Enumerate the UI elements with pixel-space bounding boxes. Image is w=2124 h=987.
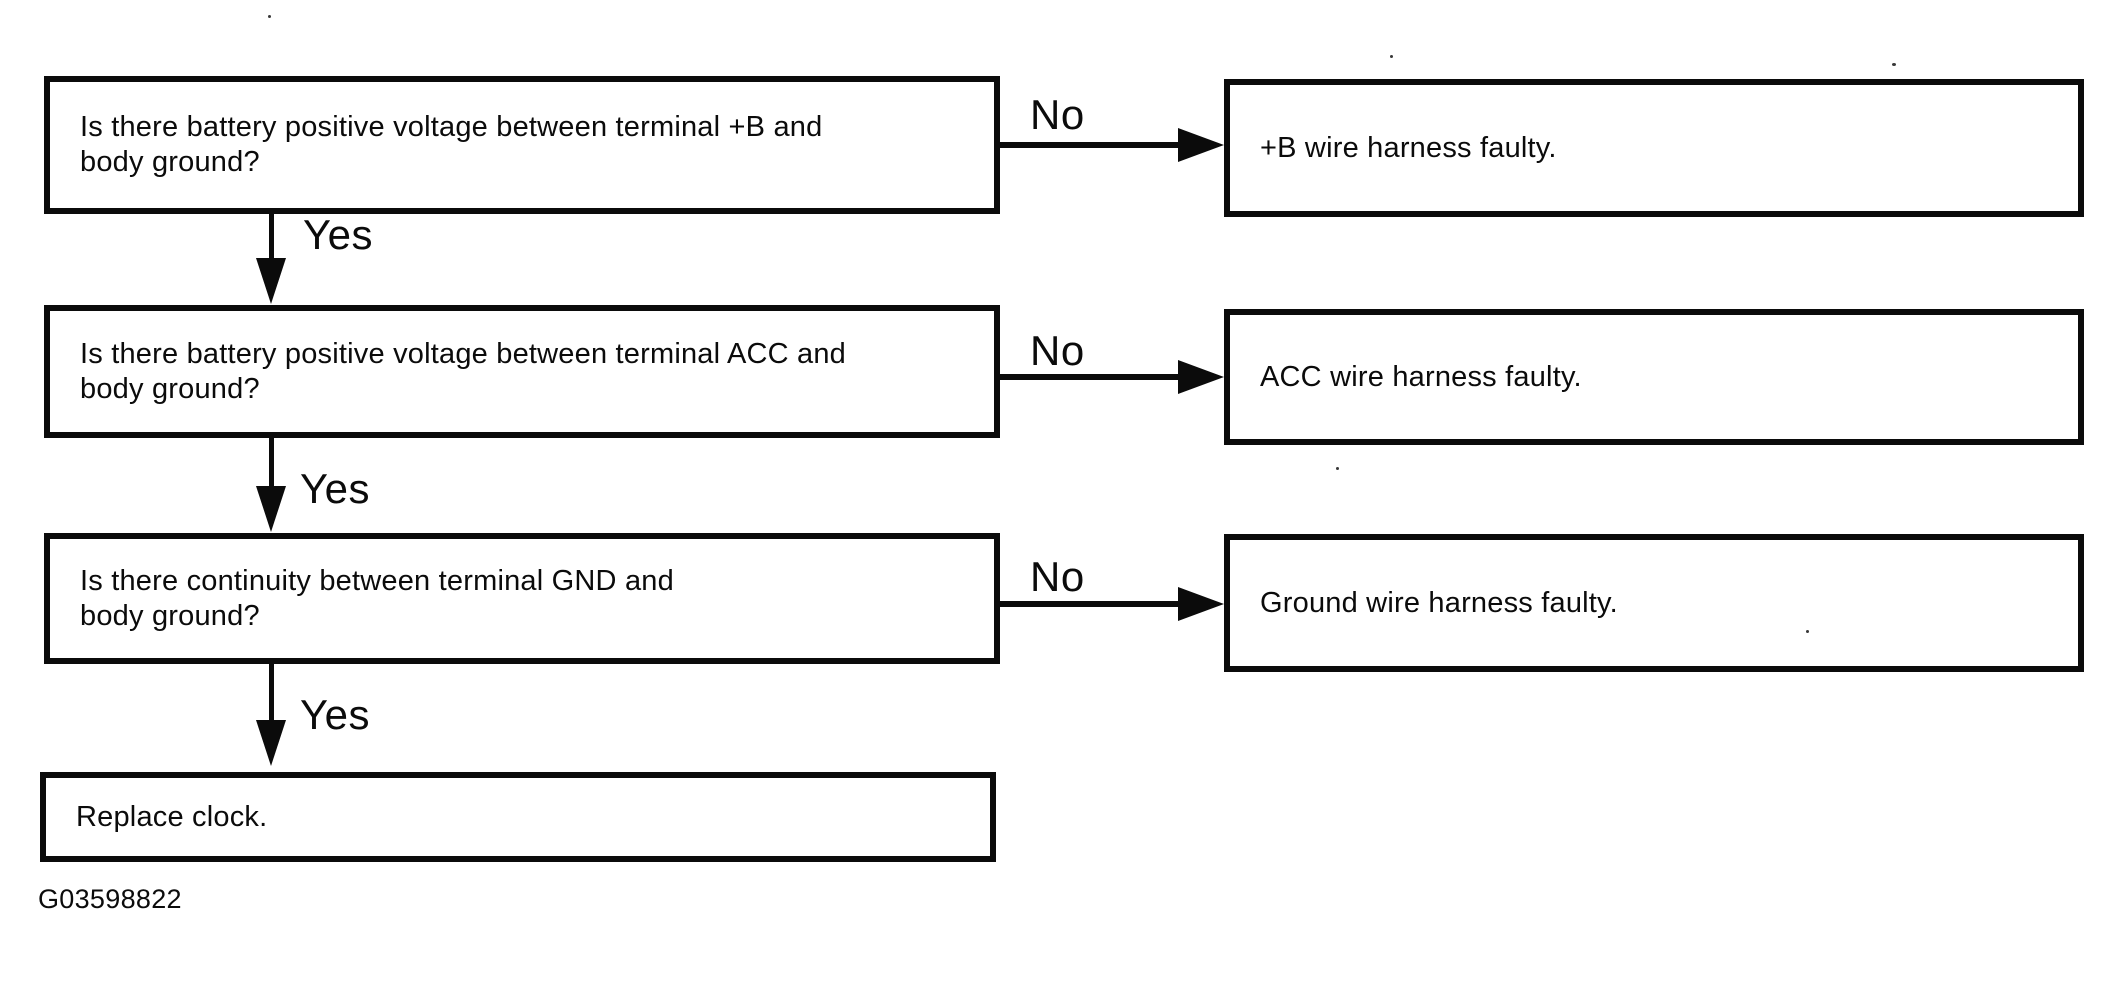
no-arrow-line: [997, 374, 1182, 380]
scan-speck: [1336, 467, 1339, 470]
right-arrowhead-icon: [1178, 360, 1224, 394]
question-text-line2: body ground?: [80, 372, 260, 405]
result-box-ground-harness: Ground wire harness faulty.: [1224, 534, 2084, 672]
scan-speck: [1892, 63, 1896, 66]
question-text-line1: Is there battery positive voltage betwee…: [80, 337, 847, 370]
scan-speck: [1390, 55, 1393, 58]
question-box-terminal-gnd: Is there continuity between terminal GND…: [44, 533, 1000, 664]
question-box-terminal-b: Is there battery positive voltage betwee…: [44, 76, 1000, 214]
no-label: No: [1030, 91, 1085, 138]
question-box-terminal-acc: Is there battery positive voltage betwee…: [44, 305, 1000, 438]
yes-label: Yes: [300, 691, 371, 738]
no-arrow-line: [997, 142, 1182, 148]
final-action-box: Replace clock.: [40, 772, 996, 862]
result-text: Ground wire harness faulty.: [1260, 586, 1618, 619]
result-text: ACC wire harness faulty.: [1260, 360, 1582, 393]
down-arrowhead-icon: [256, 720, 286, 766]
result-box-acc-harness: ACC wire harness faulty.: [1224, 309, 2084, 445]
question-text-line2: body ground?: [80, 146, 260, 178]
yes-label: Yes: [300, 465, 371, 512]
scan-speck: [1806, 630, 1809, 633]
question-text-line1: Is there continuity between terminal GND…: [80, 564, 674, 597]
yes-arrow-line: [269, 436, 274, 490]
yes-arrow-line: [269, 660, 274, 722]
final-action-text: Replace clock.: [76, 800, 268, 833]
question-text-line1: Is there battery positive voltage betwee…: [80, 111, 823, 143]
result-text: +B wire harness faulty.: [1260, 131, 1557, 164]
right-arrowhead-icon: [1178, 587, 1224, 621]
figure-id-label: G03598822: [38, 884, 182, 914]
yes-arrow-line: [269, 212, 274, 264]
no-label: No: [1030, 327, 1085, 374]
down-arrowhead-icon: [256, 486, 286, 532]
right-arrowhead-icon: [1178, 128, 1224, 162]
down-arrowhead-icon: [256, 258, 286, 304]
question-text-line2: body ground?: [80, 599, 260, 632]
result-box-b-harness: +B wire harness faulty.: [1224, 79, 2084, 217]
yes-label: Yes: [303, 211, 374, 258]
no-label: No: [1030, 553, 1085, 600]
scan-speck: [268, 15, 271, 18]
no-arrow-line: [997, 601, 1182, 607]
